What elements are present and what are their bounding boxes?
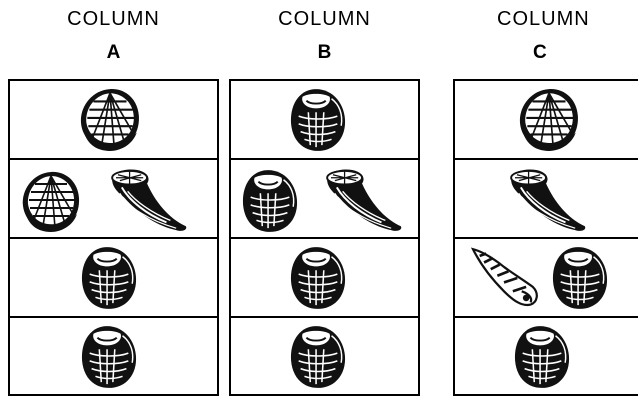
snail-shell-fossil-icon (467, 247, 541, 309)
rock-layer-box (453, 237, 638, 318)
rock-layer-box (8, 237, 219, 318)
column-title: COLUMN (453, 8, 638, 30)
trilobite-fossil-icon (80, 245, 138, 311)
clam-fossil-icon (78, 87, 142, 153)
horn-coral-fossil-icon (108, 168, 190, 234)
rock-layer-box (8, 79, 219, 160)
rock-layer-box (453, 79, 638, 160)
rock-layer-box (229, 79, 420, 160)
clam-fossil-icon (517, 87, 581, 153)
trilobite-fossil-icon (551, 245, 609, 311)
rock-layer-box (8, 158, 219, 239)
trilobite-fossil-icon (289, 87, 347, 153)
trilobite-fossil-icon (513, 324, 571, 390)
column-letter: B (229, 42, 420, 64)
column-c: COLUMN C (453, 0, 638, 390)
trilobite-fossil-icon (80, 324, 138, 390)
trilobite-fossil-icon (241, 168, 299, 234)
column-a: COLUMN A (8, 0, 219, 390)
clam-fossil-icon (20, 170, 82, 234)
rock-layer-box (453, 158, 638, 239)
column-title: COLUMN (8, 8, 219, 30)
trilobite-fossil-icon (289, 245, 347, 311)
column-title: COLUMN (229, 8, 420, 30)
column-letter: A (8, 42, 219, 64)
horn-coral-fossil-icon (507, 168, 589, 234)
rock-layer-box (229, 158, 420, 239)
horn-coral-fossil-icon (323, 168, 405, 234)
rock-layer-box (229, 237, 420, 318)
column-letter: C (453, 42, 638, 64)
rock-layer-box (229, 316, 420, 396)
trilobite-fossil-icon (289, 324, 347, 390)
rock-layer-box (453, 316, 638, 396)
rock-layer-box (8, 316, 219, 396)
column-b: COLUMN B (229, 0, 420, 390)
